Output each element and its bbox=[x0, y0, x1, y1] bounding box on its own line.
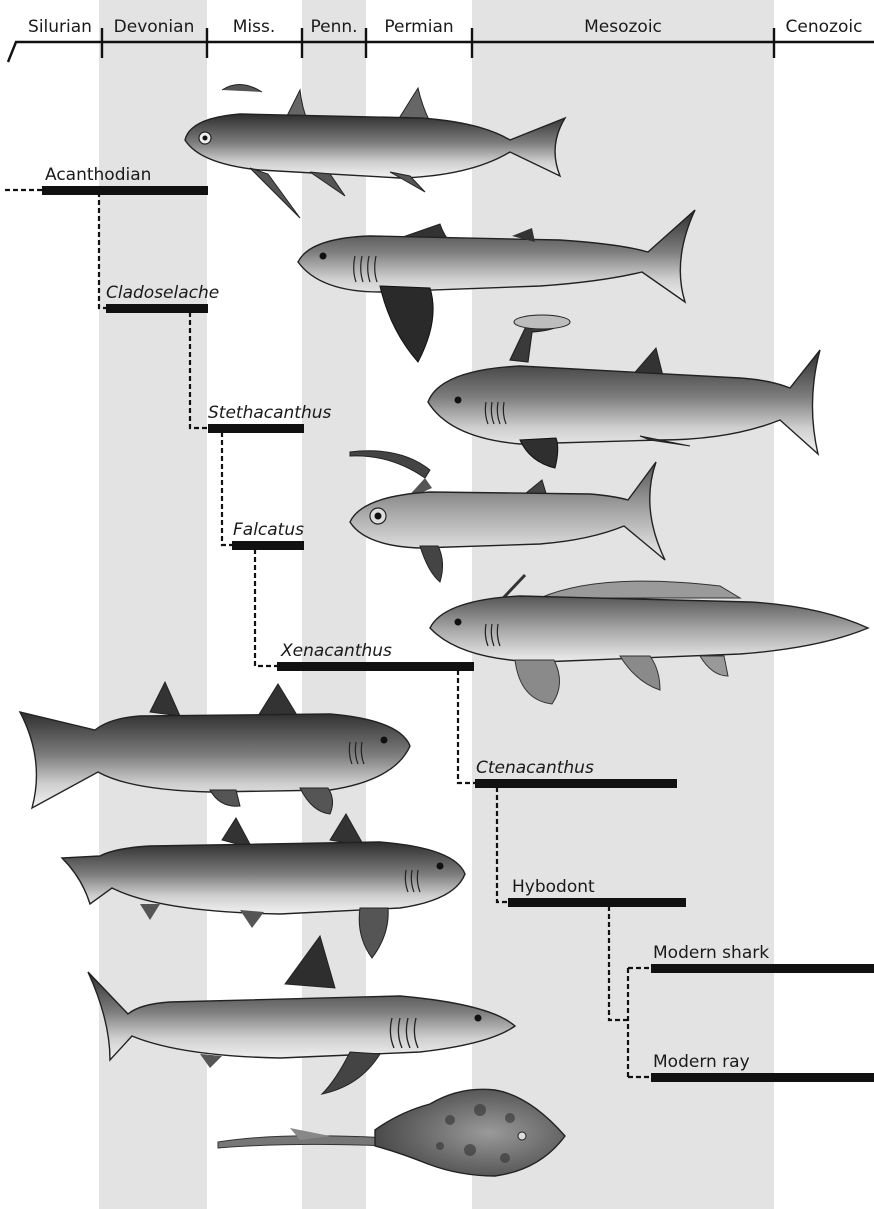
period-label-mesozoic: Mesozoic bbox=[584, 17, 662, 37]
taxon-label-falcatus: Falcatus bbox=[233, 520, 304, 540]
taxon-label-modern-ray: Modern ray bbox=[653, 1052, 750, 1072]
branch-falcatus-xenacanthus bbox=[255, 549, 277, 666]
branch-stethacanthus-falcatus bbox=[222, 432, 232, 545]
period-label-devonian: Devonian bbox=[114, 17, 195, 37]
range-bar-modern-shark bbox=[651, 964, 874, 973]
range-bar-acanthodian bbox=[42, 186, 208, 195]
taxon-label-modern-shark: Modern shark bbox=[653, 943, 769, 963]
range-bar-cladoselache bbox=[106, 304, 208, 313]
period-label-permian: Permian bbox=[384, 17, 453, 37]
period-label-pennsylvanian: Penn. bbox=[310, 17, 357, 37]
taxon-label-xenacanthus: Xenacanthus bbox=[280, 641, 392, 661]
range-bar-falcatus bbox=[232, 541, 304, 550]
taxon-label-cladoselache: Cladoselache bbox=[106, 283, 219, 303]
period-label-cenozoic: Cenozoic bbox=[786, 17, 863, 37]
taxon-label-ctenacanthus: Ctenacanthus bbox=[476, 758, 594, 778]
modern-ray-illustration bbox=[218, 1089, 565, 1176]
range-bar-modern-ray bbox=[651, 1073, 874, 1082]
range-bar-hybodont bbox=[508, 898, 686, 907]
taxon-label-acanthodian: Acanthodian bbox=[45, 165, 151, 185]
range-bar-xenacanthus bbox=[277, 662, 474, 671]
period-label-silurian: Silurian bbox=[28, 17, 92, 37]
period-label-mississippian: Miss. bbox=[233, 17, 276, 37]
range-bar-stethacanthus bbox=[208, 424, 304, 433]
taxon-label-hybodont: Hybodont bbox=[512, 877, 595, 897]
taxon-label-stethacanthus: Stethacanthus bbox=[208, 403, 332, 423]
range-bar-ctenacanthus bbox=[475, 779, 677, 788]
